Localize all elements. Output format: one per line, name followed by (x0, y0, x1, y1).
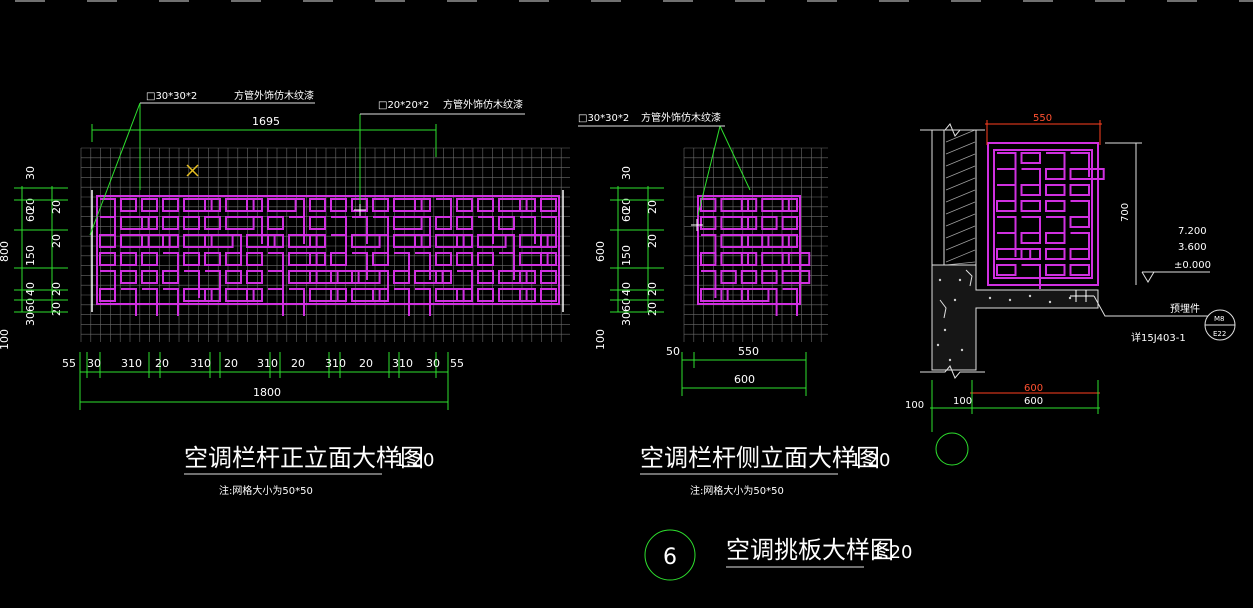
front-bottom-dim-label: 310 (392, 357, 413, 370)
section-top-dim: 550 (1033, 113, 1052, 124)
elevation-1: 7.200 (1178, 226, 1207, 237)
elevation-2: 3.600 (1178, 242, 1207, 253)
embed-label: 预埋件 (1170, 303, 1200, 315)
left-dim-label: 30 (24, 166, 37, 180)
front-scale: 1:20 (394, 450, 434, 471)
front-total-dim: 1800 (253, 386, 281, 399)
slab-concrete (931, 264, 1099, 371)
wall-hatch (943, 129, 976, 266)
front-lattice-pattern (96, 195, 560, 316)
cursor-crosshair-icon (354, 204, 366, 216)
side-scale: 1:20 (850, 450, 890, 471)
front-bottom-dim-label: 55 (450, 357, 464, 370)
wall-upper (931, 129, 977, 266)
left-dim-label: 20 (50, 302, 63, 316)
axis-bubble-icon (935, 432, 969, 466)
left-dim-label: 20 (50, 234, 63, 248)
front-elevation: □30*30*2 方管外饰仿木纹漆 □20*20*2 方管外饰仿木纹漆 1695… (0, 89, 570, 497)
section-number: 6 (663, 545, 677, 570)
side-note: 注:网格大小为50*50 (690, 484, 784, 497)
detail-ref: 详15J403-1 (1131, 331, 1186, 344)
section-lattice-pattern (993, 149, 1105, 289)
left-dim-label: 20 (646, 302, 659, 316)
front-bottom-dim-label: 310 (121, 357, 142, 370)
front-callout2-spec: □20*20*2 (378, 100, 429, 111)
front-note: 注:网格大小为50*50 (219, 484, 313, 497)
side-grid (683, 147, 828, 342)
left-dim-label: 20 (646, 200, 659, 214)
side-elevation: □30*30*2 方管外饰仿木纹漆 550 50 600 30206015040… (578, 111, 890, 497)
left-dim-label: 20 (50, 200, 63, 214)
side-total-dim: 600 (734, 373, 755, 386)
front-top-dim: 1695 (252, 115, 280, 128)
front-callout1-spec: □30*30*2 (146, 91, 197, 102)
front-bottom-dim-label: 20 (155, 357, 169, 370)
front-bottom-dim-label: 20 (291, 357, 305, 370)
front-bottom-dim-label: 20 (359, 357, 373, 370)
front-bottom-dim-label: 55 (62, 357, 76, 370)
side-inner-dim: 550 (738, 345, 759, 358)
left-outer-dim-label: 800 (0, 241, 11, 262)
section-title: 空调挑板大样图 (726, 536, 894, 564)
left-dim-label: 60 (24, 208, 37, 222)
left-dim-label: 20 (50, 282, 63, 296)
left-dim-label: 60 (620, 298, 633, 312)
front-bottom-dim-label: 310 (257, 357, 278, 370)
cross-marker-icon (186, 164, 199, 177)
left-outer-dim-label: 100 (594, 329, 607, 350)
left-outer-dim-label: 100 (0, 329, 11, 350)
left-dim-label: 60 (620, 208, 633, 222)
section-dim-100b: 100 (905, 400, 924, 411)
left-dim-label: 60 (24, 298, 37, 312)
side-lattice-pattern (697, 195, 811, 316)
left-dim-label: 40 (620, 282, 633, 296)
side-title: 空调栏杆侧立面大样图 (640, 444, 880, 472)
front-title: 空调栏杆正立面大样图 (184, 444, 424, 472)
left-dim-label: 30 (24, 312, 37, 326)
concrete-dots (936, 269, 1072, 362)
section-dim-600: 600 (1024, 396, 1043, 407)
front-bottom-dim-label: 30 (426, 357, 440, 370)
elevation-3: ±0.000 (1174, 260, 1211, 271)
section-red-dim: 600 (1024, 383, 1043, 394)
side-outer-left-dim: 50 (666, 345, 680, 358)
left-dim-label: 150 (24, 245, 37, 266)
front-bottom-dim-label: 310 (190, 357, 211, 370)
left-dim-label: 20 (646, 282, 659, 296)
section-height-dim: 700 (1120, 203, 1131, 222)
left-dim-label: 40 (24, 282, 37, 296)
front-bottom-dim-label: 20 (224, 357, 238, 370)
anchor-bolt-icon (1070, 290, 1094, 302)
section-dim-100a: 100 (953, 396, 972, 407)
left-dim-label: 150 (620, 245, 633, 266)
left-dim-label: 30 (620, 312, 633, 326)
detail-number-circle (644, 529, 696, 581)
side-callout-desc: 方管外饰仿木纹漆 (641, 111, 721, 124)
left-outer-dim-label: 600 (594, 241, 607, 262)
front-bottom-dims: 55 30 310 20 310 20 310 20 310 20 310 30 55 (62, 352, 464, 378)
left-dim-label: 20 (24, 198, 37, 212)
front-bottom-dim-label: 30 (87, 357, 101, 370)
side-callout-spec: □30*30*2 (578, 113, 629, 124)
section-detail: 550 700 7.200 3.600 ±0.000 预埋件 详15J403-1… (644, 113, 1236, 581)
left-dim-label: 20 (646, 234, 659, 248)
bubble-bottom: E22 (1213, 330, 1226, 338)
front-bottom-dim-label: 310 (325, 357, 346, 370)
bubble-top: M8 (1214, 315, 1225, 323)
front-callout1-desc: 方管外饰仿木纹漆 (234, 89, 314, 102)
cursor-crosshair-icon (691, 219, 703, 231)
front-callout2-desc: 方管外饰仿木纹漆 (443, 98, 523, 111)
left-dim-label: 20 (620, 198, 633, 212)
left-dim-label: 30 (620, 166, 633, 180)
section-scale: 1:20 (872, 542, 912, 563)
